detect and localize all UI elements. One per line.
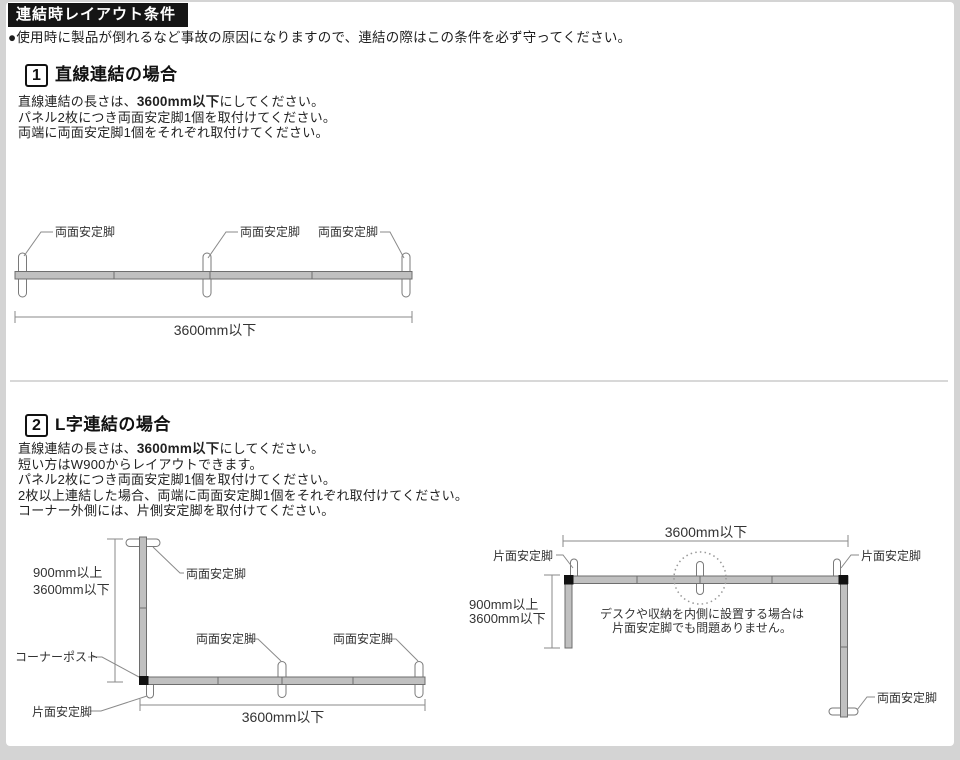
- double-leg-label: 両面安定脚: [196, 631, 256, 646]
- double-leg-label: 両面安定脚: [240, 224, 300, 239]
- panel-run: [14, 271, 413, 280]
- section1-heading: 直線連結の場合: [55, 65, 178, 84]
- max-length-label: 3600mm以下: [665, 524, 747, 540]
- corner-post-right: [838, 575, 848, 585]
- section2-heading: L字連結の場合: [55, 415, 171, 434]
- double-leg-label: 両面安定脚: [55, 224, 115, 239]
- single-leg-label: 片面安定脚: [861, 548, 921, 563]
- section2-line1: 直線連結の長さは、3600mm以下にしてください。: [18, 441, 325, 456]
- section1-line3: 両端に両面安定脚1個をそれぞれ取付けてください。: [18, 125, 329, 140]
- corner-post: [139, 676, 149, 685]
- inner-note-line2: 片面安定脚でも問題ありません。: [612, 620, 792, 635]
- section2-line4: 2枚以上連結した場合、両端に両面安定脚1個をそれぞれ取付けてください。: [18, 487, 469, 503]
- section2-line5: コーナー外側には、片側安定脚を取付けてください。: [18, 503, 335, 518]
- leader-line: [556, 554, 574, 569]
- panel-vertical-left: [564, 583, 573, 649]
- highlight-dotted-circle: [673, 551, 727, 605]
- leader-line: [388, 638, 419, 662]
- panel-vertical-right: [840, 583, 848, 718]
- leader-line: [250, 638, 282, 662]
- min-length-label: 900mm以上: [33, 565, 102, 580]
- page-background: [6, 2, 954, 746]
- inner-note-line1: デスクや収納を内側に設置する場合は: [600, 606, 804, 621]
- section2-line2: 短い方はW900からレイアウトできます。: [18, 456, 263, 472]
- max-length-label: 3600mm以下: [174, 322, 256, 338]
- double-leg-label: 両面安定脚: [318, 224, 378, 239]
- section1-body: 直線連結の長さは、3600mm以下にしてください。 パネル2枚につき両面安定脚1…: [18, 94, 336, 141]
- leader-line: [23, 231, 53, 257]
- max-length-label: 3600mm以下: [242, 709, 324, 725]
- section2-number-badge: 2: [25, 414, 48, 437]
- page-title: 連結時レイアウト条件: [8, 3, 189, 27]
- diagram-straight-connection: 両面安定脚 両面安定脚 両面安定脚 3600mm以下: [14, 224, 413, 338]
- panel-horizontal: [147, 676, 426, 685]
- leader-line: [380, 231, 405, 259]
- section-divider: [10, 380, 948, 382]
- leader-line: [840, 554, 859, 569]
- double-leg-label: 両面安定脚: [877, 690, 937, 705]
- section2-body: 直線連結の長さは、3600mm以下にしてください。 短い方はW900からレイアウ…: [18, 441, 468, 519]
- leader-line: [856, 696, 875, 711]
- leader-line: [152, 546, 184, 574]
- corner-post-left: [564, 575, 574, 585]
- max-length-label: 3600mm以下: [33, 582, 110, 597]
- double-leg-label: 両面安定脚: [186, 566, 246, 581]
- section1-line1: 直線連結の長さは、3600mm以下にしてください。: [18, 94, 325, 109]
- single-leg-label: 片面安定脚: [493, 548, 553, 563]
- panel-vertical: [139, 536, 147, 678]
- leader-line: [88, 656, 140, 678]
- section1-number-badge: 1: [25, 64, 48, 87]
- corner-post-label: コーナーポスト: [15, 650, 99, 664]
- diagram-l-connection: 900mm以上 3600mm以下 両面安定脚 コーナーポスト 両面安定脚 両面安…: [15, 536, 426, 725]
- double-leg-label: 両面安定脚: [333, 631, 393, 646]
- section1-line2: パネル2枚につき両面安定脚1個を取付けてください。: [18, 109, 337, 125]
- single-leg-label: 片面安定脚: [32, 704, 92, 719]
- leader-line: [90, 695, 148, 712]
- leader-line: [207, 231, 238, 259]
- caution-note: ●使用時に製品が倒れるなど事故の原因になりますので、連結の際はこの条件を必ず守っ…: [8, 30, 632, 45]
- panel-horizontal: [564, 575, 849, 584]
- max-length-label: 3600mm以下: [469, 611, 546, 626]
- section2-line3: パネル2枚につき両面安定脚1個を取付けてください。: [18, 472, 337, 487]
- diagram-u-connection: 3600mm以下 900mm以上 3600mm以下 片面安定脚 片面安定脚 デス…: [469, 524, 937, 718]
- min-length-label: 900mm以上: [469, 597, 538, 612]
